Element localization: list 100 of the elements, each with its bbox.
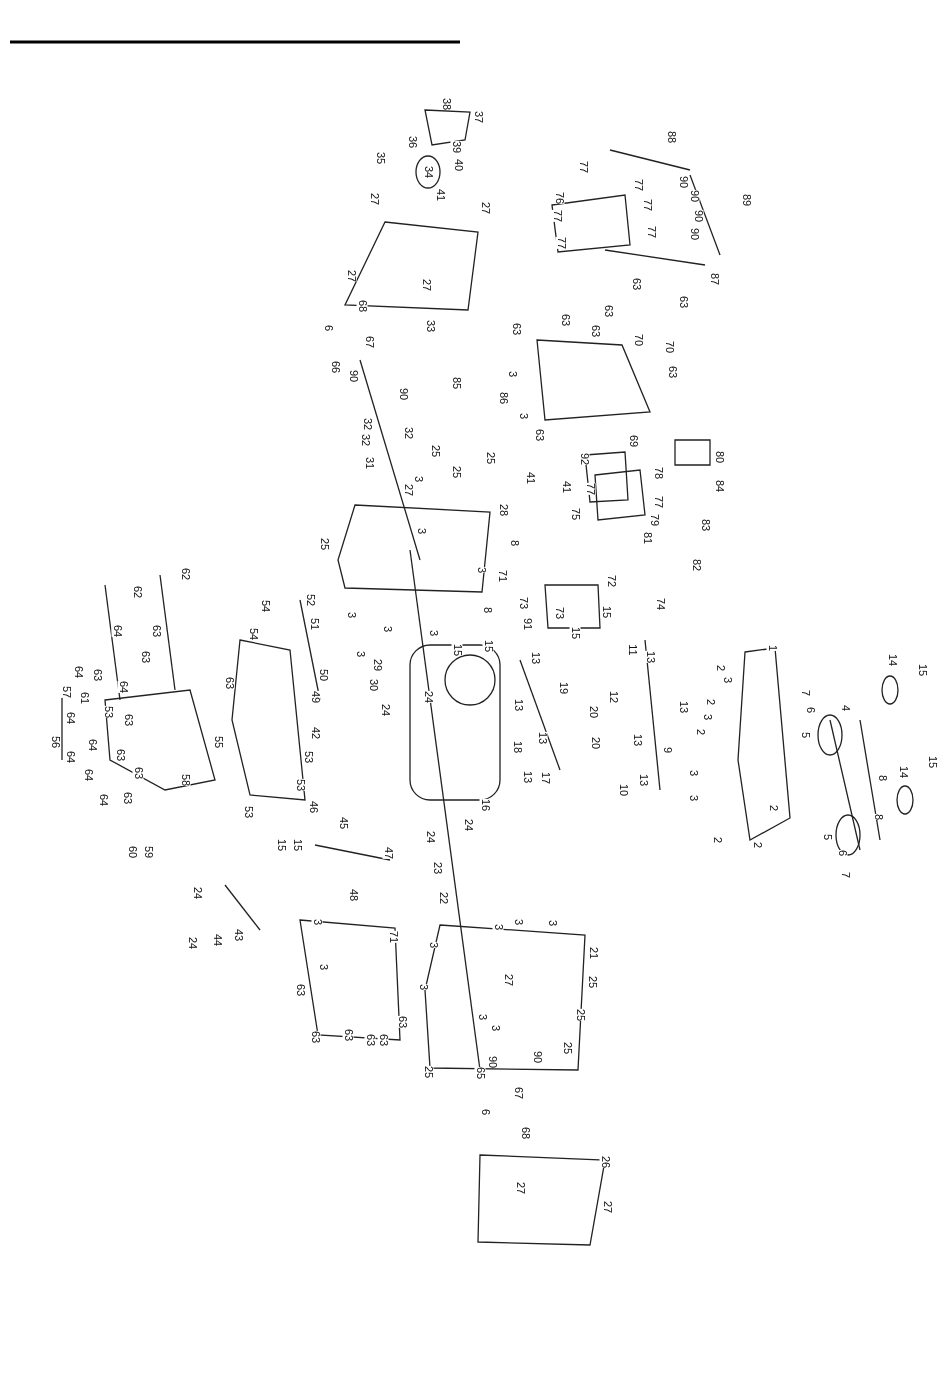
callout-number: 3 <box>412 475 424 483</box>
callout-number: 18 <box>511 740 523 754</box>
callout-number: 64 <box>97 793 109 807</box>
callout-number: 29 <box>371 658 383 672</box>
callout-number: 63 <box>602 304 614 318</box>
callout-number: 25 <box>318 537 330 551</box>
callout-number: 63 <box>559 313 571 327</box>
callout-number: 36 <box>406 135 418 149</box>
callout-number: 54 <box>259 599 271 613</box>
callout-number: 14 <box>897 765 909 779</box>
callout-number: 69 <box>627 434 639 448</box>
callout-number: 3 <box>475 566 487 574</box>
callout-number: 73 <box>553 606 565 620</box>
callout-number: 20 <box>587 705 599 719</box>
callout-number: 3 <box>687 769 699 777</box>
callout-number: 61 <box>78 691 90 705</box>
callout-number: 77 <box>551 209 563 223</box>
callout-number: 2 <box>767 804 779 812</box>
callout-number: 53 <box>302 750 314 764</box>
callout-number: 48 <box>347 888 359 902</box>
callout-number: 63 <box>630 277 642 291</box>
callout-number: 6 <box>836 849 848 857</box>
callout-number: 85 <box>450 376 462 390</box>
callout-number: 14 <box>886 653 898 667</box>
callout-number: 75 <box>569 507 581 521</box>
callout-number: 63 <box>150 624 162 638</box>
callout-number: 25 <box>586 975 598 989</box>
callout-number: 50 <box>317 668 329 682</box>
callout-number: 24 <box>186 936 198 950</box>
callout-number: 27 <box>402 483 414 497</box>
callout-number: 3 <box>512 918 524 926</box>
callout-number: 15 <box>569 626 581 640</box>
callout-number: 30 <box>367 678 379 692</box>
callout-number: 35 <box>374 151 386 165</box>
callout-number: 38 <box>440 97 452 111</box>
callout-number: 64 <box>82 768 94 782</box>
callout-number: 63 <box>139 650 151 664</box>
callout-number: 63 <box>342 1028 354 1042</box>
callout-number: 2 <box>711 836 723 844</box>
callout-number: 64 <box>64 750 76 764</box>
callout-number: 71 <box>496 569 508 583</box>
callout-number: 13 <box>529 651 541 665</box>
callout-number: 8 <box>872 813 884 821</box>
callout-number: 27 <box>479 201 491 215</box>
callout-number: 3 <box>381 625 393 633</box>
callout-number: 3 <box>517 412 529 420</box>
callout-number: 63 <box>666 365 678 379</box>
callout-number: 86 <box>497 391 509 405</box>
callout-number: 90 <box>347 369 359 383</box>
callout-number: 77 <box>641 198 653 212</box>
callout-number: 63 <box>294 983 306 997</box>
callout-number: 41 <box>524 471 536 485</box>
callout-number: 66 <box>329 360 341 374</box>
callout-number: 17 <box>539 771 551 785</box>
callout-number: 3 <box>489 1024 501 1032</box>
callout-number: 24 <box>462 818 474 832</box>
callout-number: 13 <box>536 731 548 745</box>
callout-number: 52 <box>304 593 316 607</box>
callout-number: 84 <box>713 479 725 493</box>
callout-number: 25 <box>450 465 462 479</box>
callout-number: 6 <box>322 324 334 332</box>
callout-number: 80 <box>713 450 725 464</box>
callout-number: 34 <box>422 165 434 179</box>
callout-number: 56 <box>49 735 61 749</box>
callout-number: 46 <box>307 800 319 814</box>
callout-number: 77 <box>652 495 664 509</box>
callout-number: 90 <box>486 1055 498 1069</box>
callout-number: 63 <box>132 766 144 780</box>
callout-number: 3 <box>721 676 733 684</box>
callout-number: 70 <box>632 333 644 347</box>
callout-number: 13 <box>677 700 689 714</box>
callout-number: 15 <box>482 639 494 653</box>
callout-number: 90 <box>692 209 704 223</box>
callout-number: 63 <box>121 791 133 805</box>
callout-number: 2 <box>704 698 716 706</box>
callout-number: 8 <box>876 774 888 782</box>
callout-number: 63 <box>589 324 601 338</box>
callout-number: 24 <box>422 690 434 704</box>
callout-number: 3 <box>345 611 357 619</box>
callout-number: 3 <box>546 919 558 927</box>
callout-number: 28 <box>497 503 509 517</box>
callout-number: 91 <box>521 617 533 631</box>
callout-number: 3 <box>427 629 439 637</box>
callout-number: 79 <box>648 513 660 527</box>
callout-number: 3 <box>506 370 518 378</box>
callout-number: 72 <box>605 574 617 588</box>
callout-number: 42 <box>309 726 321 740</box>
callout-number: 68 <box>519 1126 531 1140</box>
callout-number: 63 <box>396 1015 408 1029</box>
callout-number: 76 <box>553 191 565 205</box>
callout-number: 3 <box>476 1013 488 1021</box>
callout-number: 63 <box>377 1033 389 1047</box>
callout-number: 39 <box>450 140 462 154</box>
callout-number: 53 <box>102 705 114 719</box>
callout-number: 67 <box>512 1086 524 1100</box>
callout-number: 90 <box>397 387 409 401</box>
callout-number: 15 <box>926 755 938 769</box>
callout-number: 13 <box>512 698 524 712</box>
callout-number: 45 <box>337 816 349 830</box>
callout-number: 90 <box>688 189 700 203</box>
